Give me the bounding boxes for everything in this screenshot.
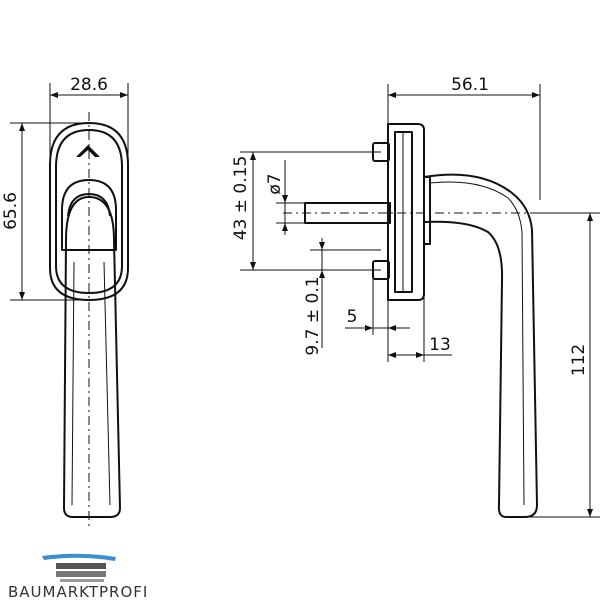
front-width-label: 28.6 [70,75,108,95]
stub-arrow-left [365,325,373,331]
front-logo-mark-icon [76,145,100,157]
thickness-arrow-left [388,352,396,358]
hole-spacing-arrow-bottom [250,262,256,270]
front-height-label: 65.6 [1,192,21,230]
side-handle-body [423,173,538,518]
offset-arrow-bottom [319,270,325,278]
front-width-arrow-left [50,92,58,98]
stub-label: 5 [347,307,358,327]
side-width-label: 56.1 [451,75,489,95]
side-view: 56.1 43 ± 0.15 ø7 9.7 ± 0.1 5 [231,75,600,518]
thickness-arrow-right [416,352,424,358]
length-arrow-bottom [587,509,593,517]
spindle-dia-arrow-top [282,195,288,203]
side-base-plate [387,123,425,301]
logo-roof-icon [42,553,116,561]
spindle-dia-label: ø7 [265,173,285,194]
length-arrow-top [587,213,593,221]
front-height-arrow-top [19,123,25,131]
logo-block-3 [60,579,104,582]
offset-label: 9.7 ± 0.1 [303,276,323,355]
side-handle-collar [424,176,431,245]
side-width-arrow-left [388,92,396,98]
front-height-arrow-bottom [19,292,25,300]
front-handle-lever [63,196,121,518]
side-base-plate-inner [394,131,413,293]
front-width-arrow-right [120,92,128,98]
front-rosette-inner [55,129,123,294]
baumarktprofi-logo: BAUMARKTPROFI [8,553,148,600]
hole-spacing-label: 43 ± 0.15 [231,156,251,241]
logo-block-1 [56,563,106,569]
thickness-label: 13 [429,335,451,355]
front-handle-neck [61,179,117,251]
stub-arrow-right [388,325,396,331]
offset-arrow-top [319,242,325,250]
logo-block-2 [56,571,106,577]
side-handle-edge [429,181,525,506]
front-handle-lever-edge [71,261,111,506]
side-width-arrow-right [532,92,540,98]
hole-spacing-arrow-top [250,152,256,160]
logo-text: BAUMARKTPROFI [8,583,148,600]
front-view: 28.6 65.6 [1,75,129,528]
length-label: 112 [569,344,589,376]
spindle-dia-arrow-bottom [282,223,288,231]
